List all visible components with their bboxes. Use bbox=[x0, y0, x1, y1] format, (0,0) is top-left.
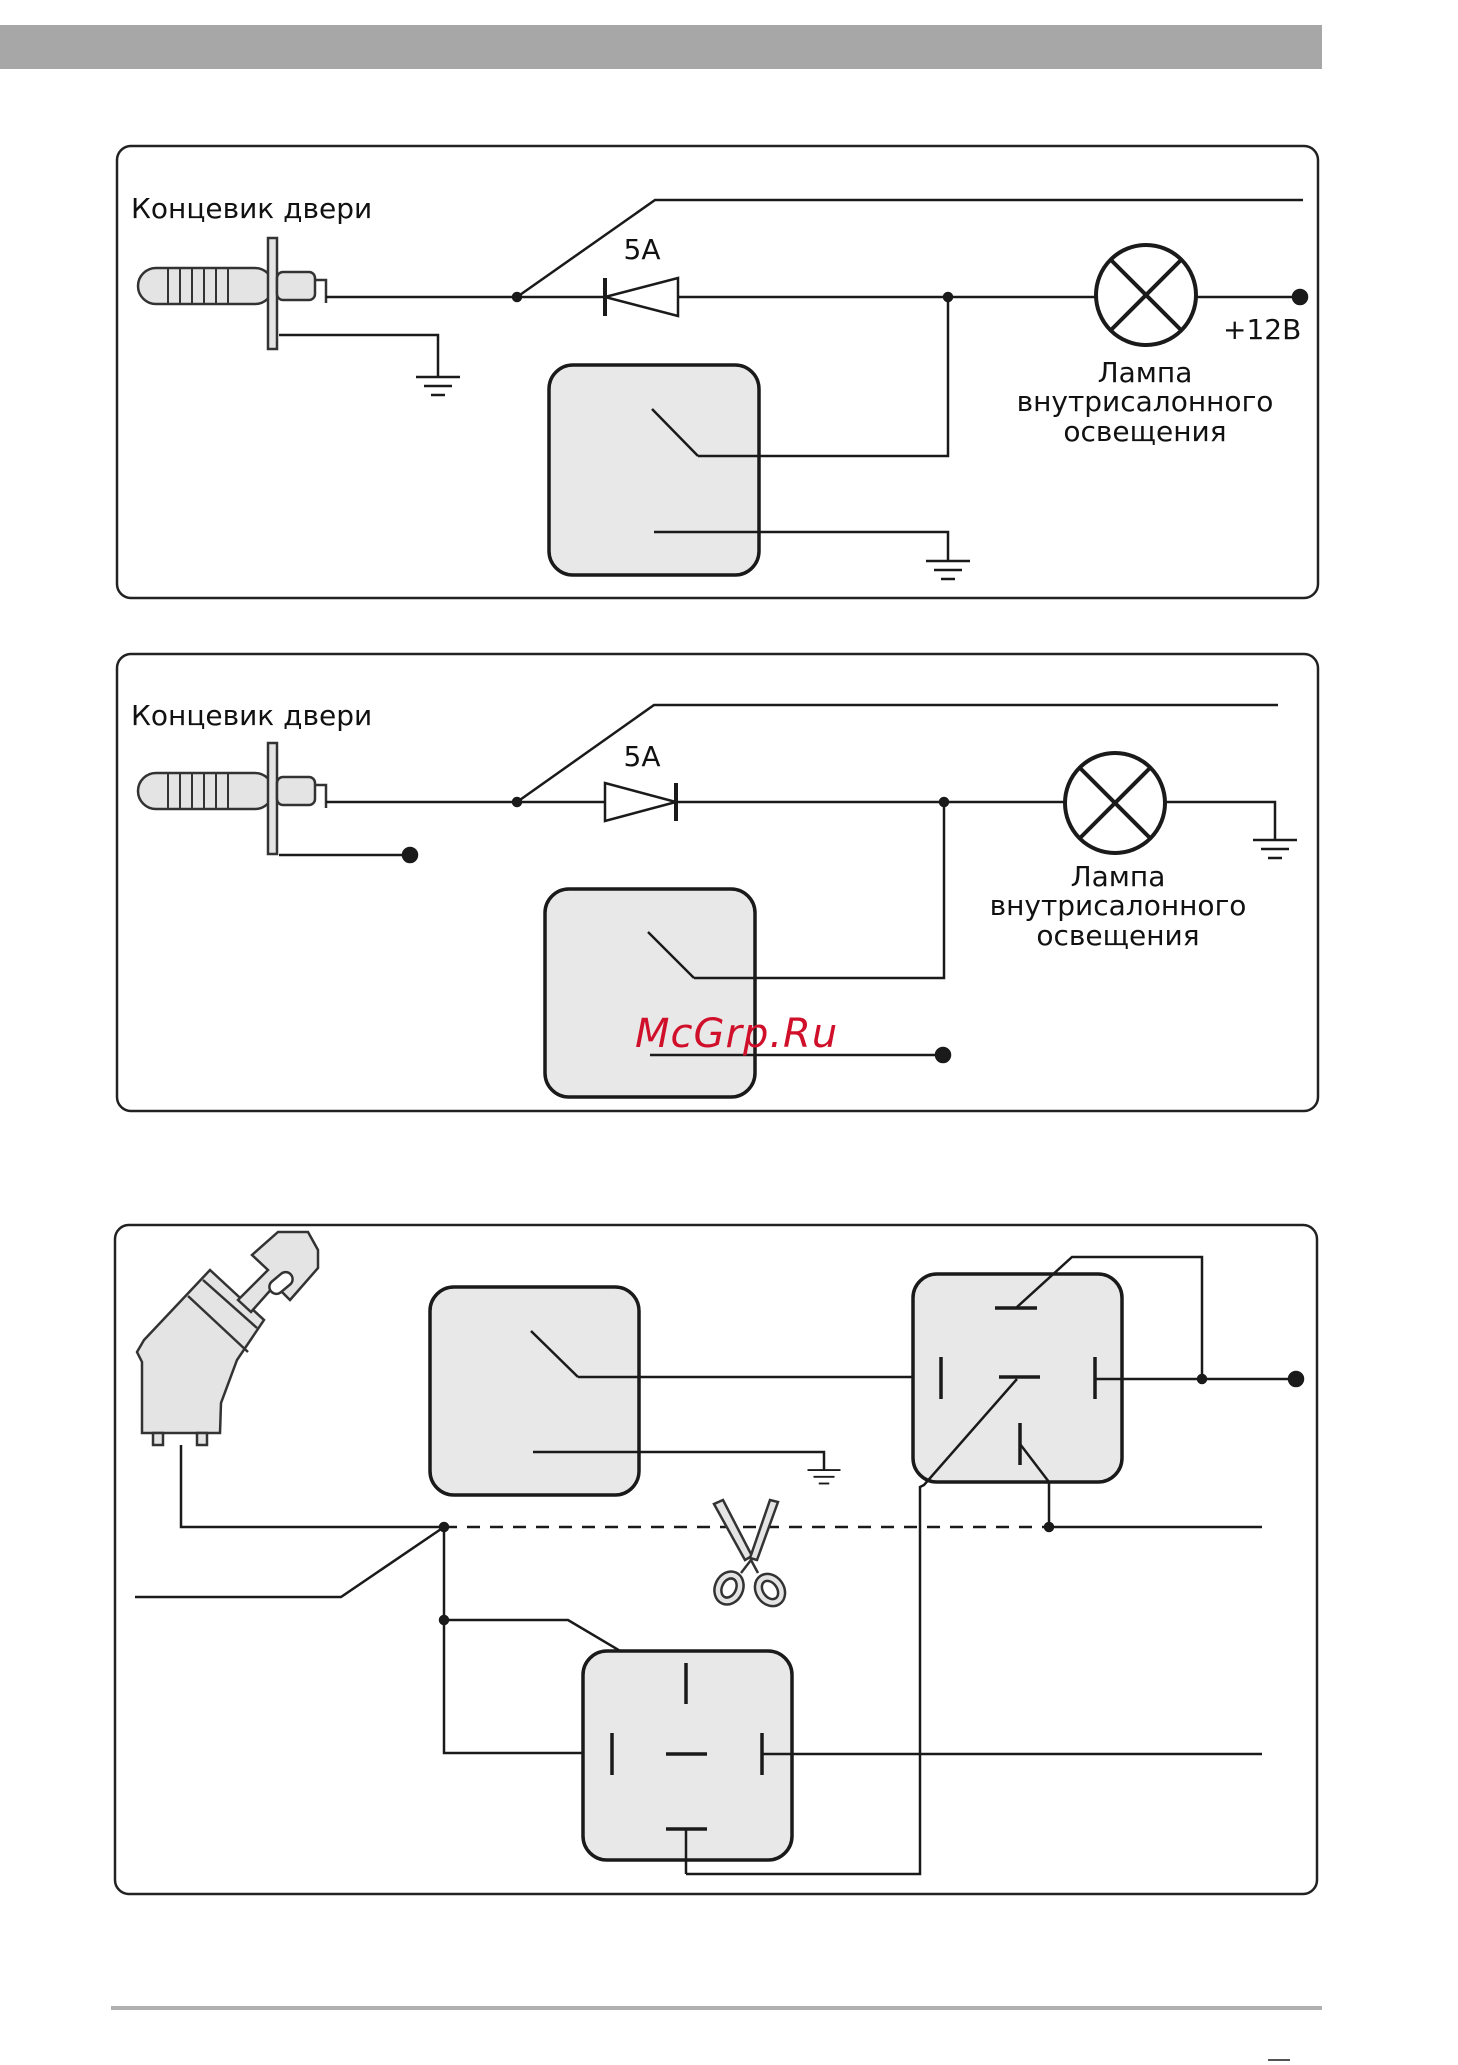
diagram-2-fuse-label: 5A bbox=[624, 740, 661, 773]
scissors-icon bbox=[709, 1500, 791, 1612]
ignition-key-icon bbox=[137, 1232, 318, 1445]
watermark: McGrp.Ru bbox=[635, 1011, 838, 1057]
diagram-3 bbox=[115, 1225, 1317, 1894]
relay-icon bbox=[545, 889, 755, 1097]
diagram-1-supply-label: +12В bbox=[1223, 313, 1301, 346]
lamp-icon bbox=[1065, 753, 1165, 853]
diagram-1-lamp-label-line2: внутрисалонного bbox=[1017, 385, 1274, 418]
header-bar bbox=[0, 25, 1322, 69]
diagram-1-lamp-label-line3: освещения bbox=[1063, 415, 1226, 448]
ground-icon bbox=[926, 561, 970, 579]
ground-icon bbox=[808, 1470, 841, 1484]
relay-icon bbox=[549, 365, 759, 575]
lamp-icon bbox=[1096, 245, 1196, 345]
diode-icon bbox=[517, 278, 1095, 316]
ground-icon bbox=[416, 377, 460, 395]
diagram-1-switch-label: Концевик двери bbox=[131, 192, 372, 225]
relay-icon bbox=[430, 1287, 639, 1495]
door-switch-icon bbox=[138, 743, 326, 854]
diode-icon bbox=[517, 783, 1064, 821]
diagram-1-fuse-label: 5A bbox=[624, 233, 661, 266]
diagram-2-lamp-label-line3: освещения bbox=[1036, 919, 1199, 952]
diagram-2-lamp-label-line2: внутрисалонного bbox=[990, 889, 1247, 922]
ground-icon bbox=[1253, 840, 1297, 858]
diagram-2-switch-label: Концевик двери bbox=[131, 699, 372, 732]
door-switch-icon bbox=[138, 238, 326, 349]
